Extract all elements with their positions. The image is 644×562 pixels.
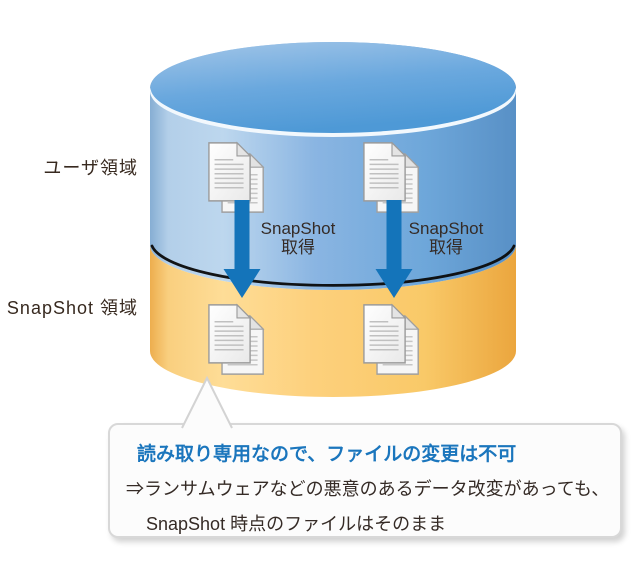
snapshot-area-label: SnapShot 領域 — [6, 298, 138, 318]
snapshot-take-label: SnapShot 取得 — [252, 219, 344, 257]
area-divider-line — [150, 244, 516, 287]
snapshot-take-label-line1: SnapShot — [408, 219, 484, 238]
document-copy-icon — [363, 141, 420, 213]
read-only-callout: 読み取り専用なので、ファイルの変更は不可 ⇒ランサムウェアなどの悪意のあるデータ… — [108, 423, 622, 538]
document-copy-icon — [363, 303, 420, 375]
down-arrow-icon — [223, 200, 261, 298]
down-arrow-icon — [375, 200, 413, 298]
callout-body-line1: ⇒ランサムウェアなどの悪意のあるデータ改変があっても、 — [126, 479, 610, 499]
callout-body-line2: SnapShot 時点のファイルはそのまま — [146, 514, 447, 534]
snapshot-take-label: SnapShot 取得 — [400, 219, 492, 257]
document-copy-icon — [208, 303, 265, 375]
snapshot-take-label-line2: 取得 — [429, 238, 463, 257]
callout-headline: 読み取り専用なので、ファイルの変更は不可 — [137, 444, 517, 465]
cylinder-top — [150, 42, 516, 133]
document-copy-icon — [208, 141, 265, 213]
snapshot-take-label-line1: SnapShot — [260, 219, 336, 238]
callout-pointer-icon — [181, 375, 233, 429]
snapshot-take-label-line2: 取得 — [281, 238, 315, 257]
user-area-label: ユーザ領域 — [43, 158, 138, 178]
